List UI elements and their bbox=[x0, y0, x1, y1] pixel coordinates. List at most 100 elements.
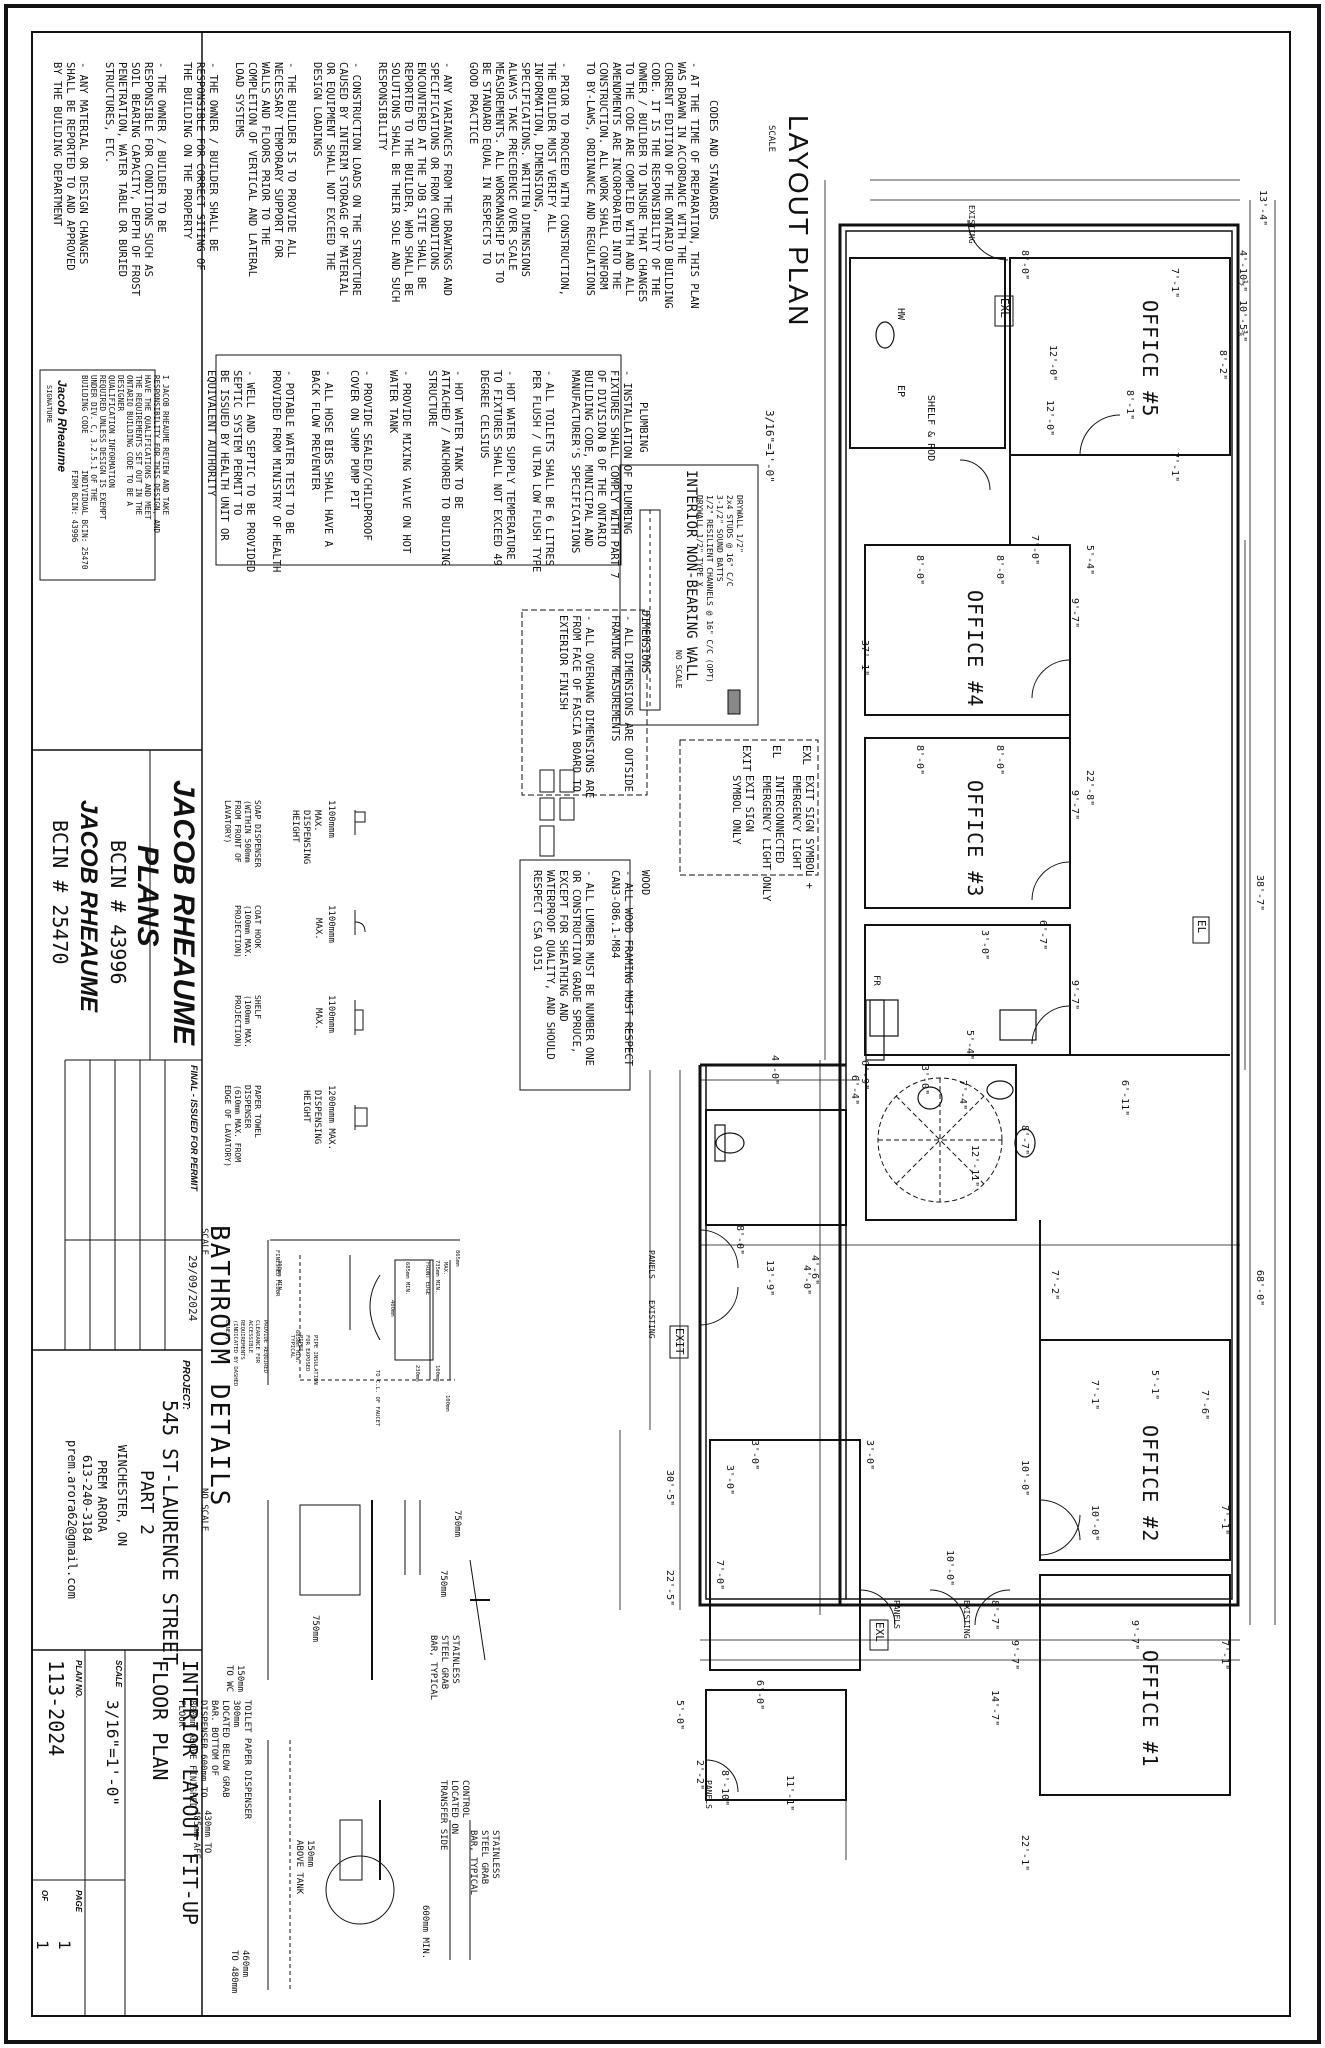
dimension-label-21: 38'-7" bbox=[1254, 875, 1265, 912]
of-label: OF bbox=[40, 1890, 49, 1902]
dimension-label-0: 13'-4" bbox=[1257, 190, 1268, 227]
wc-label-10: 460mm TO 480mm bbox=[229, 1950, 250, 1994]
lav-label-9: 230mm bbox=[414, 1365, 420, 1382]
plumbing-heading: PLUMBING bbox=[637, 402, 649, 453]
exl-text: EXIT SIGN SYMBOL + EMERGENCY LIGHT bbox=[790, 775, 815, 889]
dimension-label-33: 12'-11" bbox=[969, 1145, 980, 1188]
exl-plan-label: EXL bbox=[998, 298, 1011, 318]
dimension-label-40: 7'-6" bbox=[1199, 1390, 1210, 1421]
lav-label-14: PIPE INSULATION FOR EXPOSED PIPES TYPICA… bbox=[289, 1335, 319, 1385]
dimension-label-60: 8'-10" bbox=[719, 1770, 730, 1807]
dimension-label-1: 4'-10½" bbox=[1237, 250, 1248, 293]
codes-heading: CODES AND STANDARDS bbox=[707, 100, 719, 221]
wc-label-8: 150mm ABOVE TANK bbox=[294, 1840, 315, 1895]
dimension-label-23: 3'-0" bbox=[979, 930, 990, 961]
owner-email: prem.arora62@gmail.com bbox=[65, 1440, 79, 1599]
page-number: 1 bbox=[55, 1940, 74, 1950]
shelf-name: SHELF (100mm MAX. PROJECTION) bbox=[233, 995, 262, 1048]
dimension-label-54: 9'-7" bbox=[1129, 1620, 1140, 1651]
owner-phone: 613-240-3184 bbox=[80, 1455, 94, 1542]
fr-label: FR bbox=[871, 975, 881, 986]
wc-label-6: CONTROL LOCATED ON TRANSFER SIDE bbox=[438, 1780, 470, 1851]
dimension-label-32: 6'-11" bbox=[1119, 1080, 1130, 1117]
dimension-label-12: 9'-7" bbox=[1069, 598, 1080, 629]
lav-label-0: 865mm bbox=[454, 1250, 460, 1267]
lav-label-3: FRONT EDGE bbox=[424, 1262, 430, 1296]
exl-plan-label-2: EXL bbox=[873, 1622, 886, 1642]
dimension-label-22: 6'-7" bbox=[1037, 920, 1048, 951]
wc-label-2: 750mm bbox=[310, 1615, 320, 1643]
project-city: WINCHESTER, ON bbox=[115, 1445, 129, 1547]
dimension-label-4: 7'-1" bbox=[1169, 268, 1180, 299]
dimension-label-46: 3'-0" bbox=[724, 1465, 735, 1496]
soap-dispenser-name: SOAP DISPENSER (WITHIN 500mm FROM FRONT … bbox=[223, 800, 262, 868]
dimension-label-53: 6'-0" bbox=[754, 1680, 765, 1711]
firm-name-2: PLANS bbox=[131, 845, 164, 947]
lav-label-2: 735mm MIN. bbox=[434, 1260, 440, 1294]
layout-plan-scale-label: SCALE bbox=[766, 125, 776, 153]
shelf-label: MAX. bbox=[313, 1008, 323, 1030]
designer-name: JACOB RHEAUME bbox=[75, 800, 102, 1013]
panels-label-3: PANELS bbox=[892, 1600, 901, 1629]
paper-towel-name: PAPER TOWEL DISPENSER (610mm MAX. FROM E… bbox=[223, 1085, 262, 1167]
designer-signature: Jacob Rheaume bbox=[55, 380, 69, 473]
lav-label-6: 400mm bbox=[389, 1300, 395, 1317]
scale-label: SCALE bbox=[114, 1660, 123, 1688]
dimension-label-39: 5'-1" bbox=[1149, 1370, 1160, 1401]
lav-label-5: 685mm MIN. bbox=[404, 1262, 410, 1296]
wc-label-5: TOILET PAPER DISPENSER 300mm LOCATED BEL… bbox=[176, 1700, 252, 1820]
dimension-label-61: 11'-1" bbox=[784, 1775, 795, 1812]
dimension-label-50: 7'-0" bbox=[714, 1560, 725, 1591]
existing-label: EXISTING bbox=[967, 205, 976, 244]
dimension-label-57: 14'-7" bbox=[989, 1690, 1000, 1727]
wc-label-3: STAINLESS STEEL GRAB BAR, TYPICAL bbox=[428, 1635, 460, 1701]
el-plan-label: EL bbox=[1195, 920, 1208, 934]
hw-label: HW bbox=[895, 308, 906, 321]
lav-label-10: TO C.L. OF FAUCET bbox=[374, 1370, 380, 1427]
coat-hook-label: MAX. bbox=[313, 918, 323, 940]
dimension-label-2: 10'-5⅜" bbox=[1237, 300, 1248, 343]
bathroom-details-scale-label: SCALE bbox=[199, 1228, 209, 1256]
layout-plan-scale: 3/16"=1'-0" bbox=[763, 410, 776, 483]
dimension-label-35: 13'-9" bbox=[764, 1260, 775, 1297]
lav-label-8: 100mm bbox=[434, 1365, 440, 1382]
room-office-5: OFFICE #5 bbox=[1138, 300, 1162, 418]
dimension-label-17: 9'-7" bbox=[1069, 790, 1080, 821]
page-total: 1 bbox=[33, 1940, 52, 1950]
dimension-label-56: 7'-1" bbox=[1219, 1640, 1230, 1671]
wc-label-4: 150mm TO WC bbox=[224, 1665, 245, 1693]
exit-text: EXIT SIGN SYMBOL ONLY bbox=[730, 775, 755, 845]
dimension-label-48: 30'-5" bbox=[664, 1470, 675, 1507]
project-part: PART 2 bbox=[136, 1470, 157, 1536]
existing-label-2: EXISTING bbox=[962, 1600, 971, 1639]
dimension-label-14: 8'-0" bbox=[914, 555, 925, 586]
dimension-label-43: 10'-0" bbox=[1089, 1505, 1100, 1542]
dimension-label-6: 8'-1" bbox=[1124, 390, 1135, 421]
el-text: INTERCONNECTED EMERGENCY LIGHT ONLY bbox=[760, 775, 785, 902]
dimension-label-18: 8'-0" bbox=[994, 745, 1005, 776]
dimension-label-29: 4'-0" bbox=[769, 1055, 780, 1086]
panels-label-2: PANELS bbox=[704, 1780, 713, 1809]
soap-dim: 1100mmm bbox=[326, 800, 336, 838]
coat-hook-name: COAT HOOK (100mm MAX. PROJECTION) bbox=[233, 905, 262, 958]
dimension-label-37: 7'-2" bbox=[1049, 1270, 1060, 1301]
room-office-1: OFFICE #1 bbox=[1138, 1650, 1162, 1768]
signature-label: SIGNATURE bbox=[45, 385, 53, 423]
wc-label-7: 430mm TO 485mm AFF bbox=[191, 1810, 212, 1859]
designer-statement: I JACOB RHEAUME REVIEW AND TAKE RESPONSI… bbox=[80, 375, 170, 534]
layout-plan-title: LAYOUT PLAN bbox=[783, 115, 814, 328]
dimension-label-30: 7'-4" bbox=[957, 1080, 968, 1111]
dimension-label-8: 12'-0" bbox=[1044, 400, 1055, 437]
wall-legend-text: DRYWALL 1/2" 2x4 STUDS @ 16" C/C 3-1/2" … bbox=[695, 495, 744, 683]
dimension-label-5: 7'-1" bbox=[1169, 452, 1180, 483]
issue-date: 29/09/2024 bbox=[186, 1255, 199, 1322]
dimension-label-24: 5'-4" bbox=[964, 1030, 975, 1061]
paper-towel-label: DISPENSING HEIGHT bbox=[301, 1090, 322, 1145]
coat-hook-dim: 1100mmm bbox=[326, 905, 336, 943]
wc-label-9: 600mm MIN. bbox=[420, 1905, 430, 1960]
exit-symbol: EXIT bbox=[740, 745, 753, 772]
ep-label: EP bbox=[895, 385, 906, 398]
panels-label: PANELS bbox=[647, 1250, 656, 1279]
firm-bcin: FIRM BCIN: 43996 bbox=[70, 470, 79, 543]
